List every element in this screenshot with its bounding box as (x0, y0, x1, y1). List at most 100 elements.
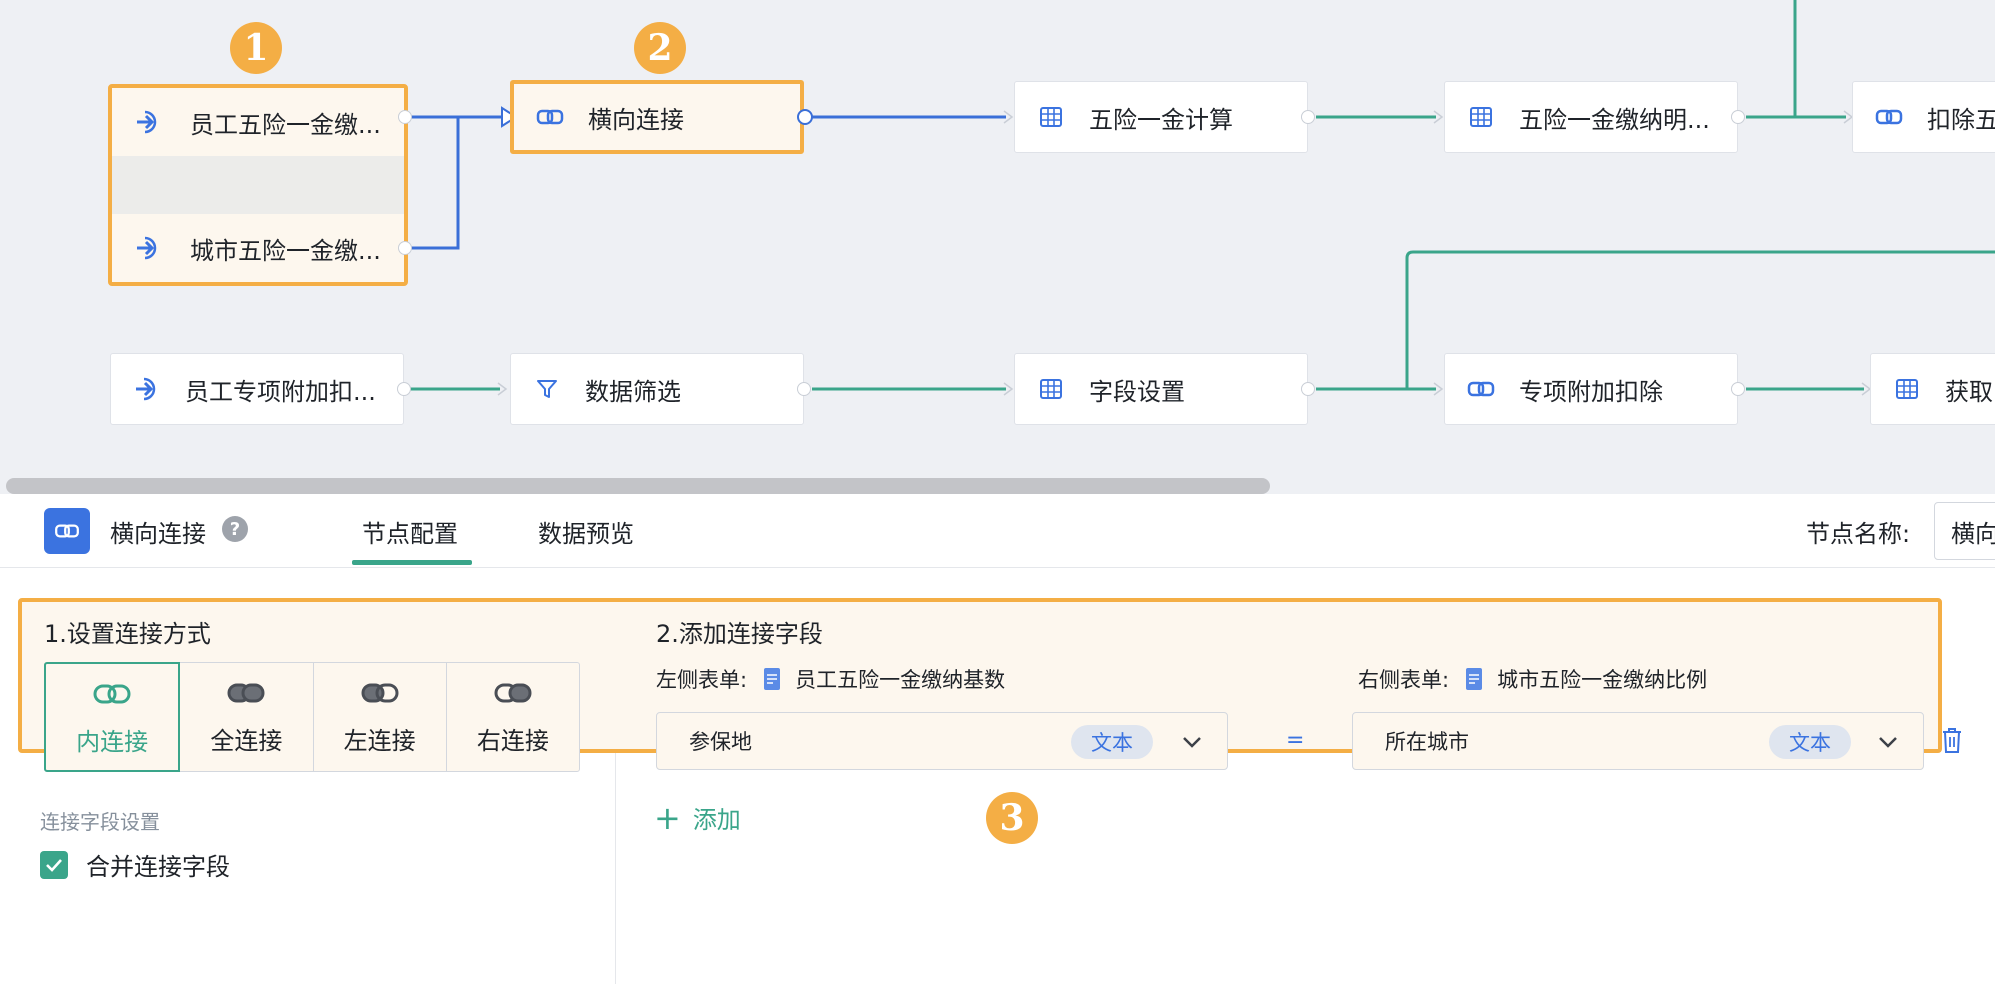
right-table-caption: 右侧表单: (1358, 668, 1450, 692)
table-icon (1889, 371, 1925, 407)
right-join-icon (493, 679, 533, 707)
panel-header: 横向连接 ? 节点配置 数据预览 节点名称: 横向 (0, 494, 1995, 568)
join-left-button[interactable]: 左连接 (312, 662, 447, 772)
horizontal-scrollbar[interactable] (6, 478, 1270, 494)
output-port[interactable] (797, 109, 813, 125)
checkbox-checked-icon[interactable] (40, 850, 68, 879)
node-filter[interactable]: 数据筛选 (510, 353, 804, 425)
join-field-settings-title: 连接字段设置 (40, 810, 160, 834)
node-get[interactable]: 获取 (1870, 353, 1995, 425)
edge-city-to-join (408, 117, 460, 250)
node-label: 获取 (1945, 377, 1993, 406)
join-config-box: 1.设置连接方式 内连接 全连接 左连接 (18, 598, 1942, 772)
input-arrow-icon (132, 106, 164, 138)
node-name-label: 节点名称: (1806, 520, 1911, 548)
left-field-value: 参保地 (689, 730, 752, 754)
node-label: 五险一金计算 (1089, 105, 1233, 134)
output-port[interactable] (398, 110, 412, 124)
join-label: 左连接 (343, 727, 416, 755)
edge-up-branch (1405, 250, 1995, 389)
table-icon (1033, 371, 1069, 407)
node-label: 扣除五 (1927, 105, 1995, 134)
output-port[interactable] (1731, 382, 1745, 396)
left-table-caption: 左侧表单: (656, 668, 748, 692)
right-table-label: 右侧表单: 城市五险一金缴纳比例 (1358, 664, 1707, 694)
node-deduct-five[interactable]: 扣除五 (1852, 81, 1995, 153)
merge-fields-label: 合并连接字段 (86, 853, 230, 881)
merge-fields-option[interactable]: 合并连接字段 (40, 847, 230, 882)
right-field-select[interactable]: 所在城市 文本 (1352, 712, 1924, 770)
field-type-tag: 文本 (1071, 725, 1153, 759)
link-icon (532, 99, 568, 135)
input-arrow-icon (129, 371, 165, 407)
node-emp-special[interactable]: 员工专项附加扣... (110, 353, 404, 425)
node-field-settings[interactable]: 字段设置 (1014, 353, 1308, 425)
section-join-type-title: 1.设置连接方式 (44, 620, 211, 648)
tab-data-preview[interactable]: 数据预览 (538, 520, 634, 548)
step-badge-2: 2 (634, 22, 686, 74)
step-badge-3: 3 (986, 792, 1038, 844)
document-icon (764, 668, 781, 690)
join-label: 内连接 (76, 728, 149, 756)
node-label: 字段设置 (1089, 377, 1185, 406)
flow-canvas[interactable]: 员工五险一金缴... 城市五险一金缴... 横向连接 五险一金计算 五险一金缴纳… (0, 0, 1995, 494)
join-inner-button[interactable]: 内连接 (44, 662, 181, 772)
plus-icon: + (654, 798, 681, 837)
chevron-down-icon (1879, 737, 1897, 748)
join-label: 右连接 (476, 727, 549, 755)
panel-title: 横向连接 (110, 520, 206, 548)
join-full-button[interactable]: 全连接 (179, 662, 314, 772)
right-table-name: 城市五险一金缴纳比例 (1497, 668, 1708, 692)
output-port[interactable] (797, 382, 811, 396)
join-type-selector: 内连接 全连接 左连接 右连接 (44, 662, 580, 772)
edge-layer (404, 0, 1995, 396)
node-label: 员工专项附加扣... (185, 377, 376, 406)
node-detail[interactable]: 五险一金缴纳明... (1444, 81, 1738, 153)
filter-icon (529, 371, 565, 407)
chevron-down-icon (1183, 737, 1201, 748)
left-table-label: 左侧表单: 员工五险一金缴纳基数 (656, 664, 1005, 694)
help-icon[interactable]: ? (222, 516, 248, 542)
node-label: 员工五险一金缴... (190, 110, 381, 139)
left-join-icon (360, 679, 400, 707)
left-field-select[interactable]: 参保地 文本 (656, 712, 1228, 770)
node-name-input[interactable]: 横向 (1934, 502, 1995, 560)
node-special-deduct[interactable]: 专项附加扣除 (1444, 353, 1738, 425)
edge-arrow (501, 106, 518, 128)
section-join-fields-title: 2.添加连接字段 (656, 620, 823, 648)
output-port[interactable] (1301, 110, 1315, 124)
field-type-tag: 文本 (1769, 725, 1851, 759)
equals-sign: = (1286, 728, 1305, 753)
delete-icon[interactable] (1940, 726, 1964, 754)
node-label: 横向连接 (588, 105, 684, 134)
add-label: 添加 (692, 806, 741, 834)
config-area: 1.设置连接方式 内连接 全连接 左连接 (0, 568, 1995, 984)
left-table-name: 员工五险一金缴纳基数 (795, 668, 1006, 692)
input-arrow-icon (132, 232, 164, 264)
source-node-group[interactable]: 员工五险一金缴... 城市五险一金缴... (108, 84, 408, 286)
node-label: 城市五险一金缴... (190, 236, 381, 265)
join-right-button[interactable]: 右连接 (445, 662, 580, 772)
link-icon (1463, 371, 1499, 407)
output-port[interactable] (397, 382, 411, 396)
add-field-button[interactable]: + 添加 (654, 800, 741, 835)
active-tab-indicator (352, 560, 472, 565)
link-icon (1871, 99, 1907, 135)
node-calc[interactable]: 五险一金计算 (1014, 81, 1308, 153)
node-city-rate[interactable]: 城市五险一金缴... (112, 214, 404, 282)
table-icon (1033, 99, 1069, 135)
inner-join-icon (92, 680, 132, 708)
right-field-value: 所在城市 (1385, 730, 1469, 754)
output-port[interactable] (398, 241, 412, 255)
output-port[interactable] (1301, 382, 1315, 396)
table-icon (1463, 99, 1499, 135)
join-label: 全连接 (210, 727, 283, 755)
tab-node-config[interactable]: 节点配置 (362, 520, 458, 548)
link-icon (44, 508, 90, 554)
full-join-icon (226, 679, 266, 707)
document-icon (1466, 668, 1483, 690)
output-port[interactable] (1731, 110, 1745, 124)
node-horizontal-join[interactable]: 横向连接 (510, 80, 804, 154)
node-emp-base[interactable]: 员工五险一金缴... (112, 88, 404, 156)
step-badge-1: 1 (230, 22, 282, 74)
